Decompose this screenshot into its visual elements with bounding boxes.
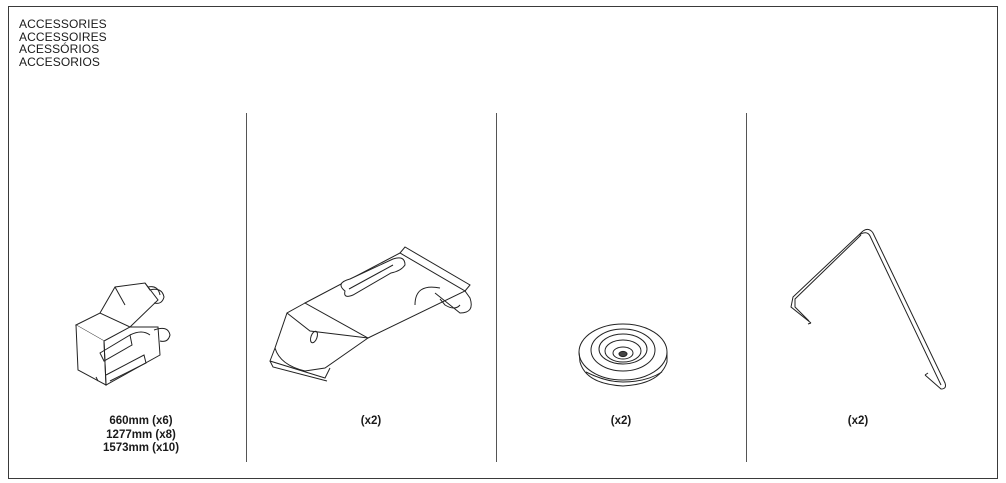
title-es: ACCESORIOS xyxy=(19,54,101,69)
end-clip-caption: 660mm (x6) 1277mm (x8) 1573mm (x10) xyxy=(102,415,180,454)
page-frame xyxy=(8,6,998,479)
title-fr: ACCESSOIRES xyxy=(19,29,107,44)
panel-divider xyxy=(746,113,747,462)
wire-hook-icon xyxy=(785,225,955,400)
wire-stand-caption: (x2) xyxy=(847,415,869,427)
title-pt: ACESSÓRIOS xyxy=(19,42,100,56)
mounting-bracket-caption: (x2) xyxy=(360,415,382,427)
panel-divider xyxy=(496,113,497,462)
bent-clip-icon xyxy=(70,275,180,395)
grommet-icon xyxy=(576,322,671,397)
title-en: ACCESSORIES xyxy=(19,17,107,31)
rubber-grommet-caption: (x2) xyxy=(610,415,632,427)
accessories-heading: ACCESSORIES ACCESSOIRES ACESSÓRIOS ACCES… xyxy=(19,18,107,68)
panel-divider xyxy=(246,113,247,462)
slotted-bracket-icon xyxy=(265,243,480,388)
